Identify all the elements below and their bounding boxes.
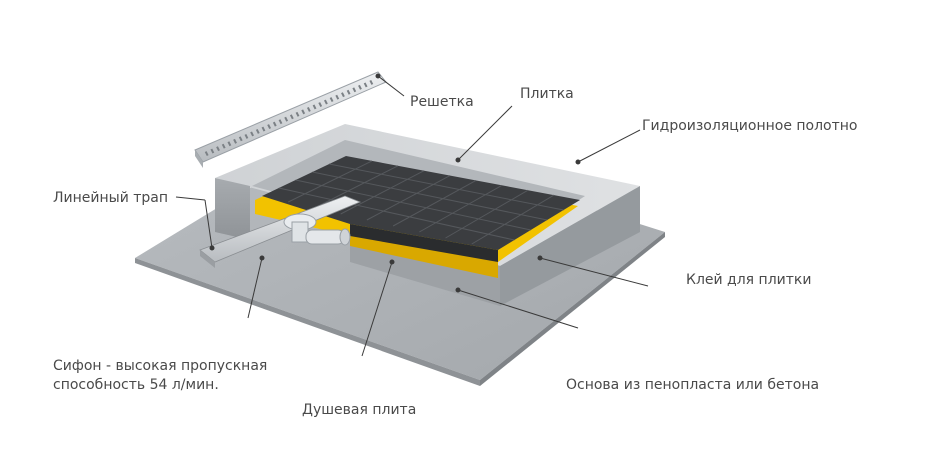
base-slab-edge — [135, 258, 480, 386]
grate-slot — [221, 143, 226, 149]
grate-slot — [295, 111, 300, 117]
grate-slot — [244, 133, 249, 139]
grate-slot — [278, 119, 283, 125]
base-slab-edge-right — [480, 232, 665, 386]
linear-drain-side — [200, 250, 215, 268]
grate-slot — [227, 141, 232, 147]
tile-joint — [295, 179, 531, 231]
siphon — [283, 213, 351, 246]
grate-slot — [369, 80, 374, 85]
grate-slot — [312, 104, 317, 110]
grate-slot — [346, 89, 351, 95]
grate-slot — [261, 126, 266, 132]
label-base: Основа из пенопласта или бетона — [566, 377, 820, 393]
label-grate: Решетка — [410, 94, 474, 110]
shower-board-front-right — [500, 186, 640, 306]
label-linear-drain: Линейный трап — [53, 190, 169, 206]
tile-joint — [471, 194, 555, 245]
grate-slot — [318, 102, 323, 107]
tile-joint — [314, 165, 399, 209]
label-tile-adhesive: Клей для плитки — [686, 272, 812, 288]
label-siphon-line2: способность 54 л/мин. — [53, 377, 219, 393]
grate-slot — [358, 84, 362, 90]
grate-slot — [272, 121, 277, 127]
shower-board-front-left — [215, 178, 250, 240]
grate-slot — [301, 109, 306, 115]
grate-slot — [363, 82, 368, 88]
grate-slot — [255, 129, 260, 134]
label-siphon-line1: Сифон - высокая пропускная — [53, 358, 268, 374]
tile-joint — [419, 184, 503, 233]
grate-slot — [210, 148, 215, 154]
tile-joint — [445, 189, 529, 239]
drain-grate — [194, 71, 387, 168]
tile-joint — [366, 175, 451, 221]
grate-slot — [335, 94, 340, 100]
tile-joint — [392, 180, 477, 227]
grate-slot — [306, 106, 311, 112]
label-tile: Плитка — [520, 86, 574, 102]
grate-slot — [233, 138, 237, 144]
grate-slot — [238, 136, 243, 142]
adhesive-front — [350, 232, 498, 278]
grate-slot — [250, 131, 254, 137]
tile-joint — [312, 171, 548, 221]
grate-slot — [341, 92, 345, 98]
grate-slot — [204, 151, 209, 156]
grate-slot — [267, 124, 272, 130]
grate-slot — [324, 99, 328, 105]
grate-slot — [216, 146, 220, 152]
grate-slot — [352, 87, 357, 93]
tile-grid — [278, 160, 564, 245]
label-membrane: Гидроизоляционное полотно — [642, 118, 858, 134]
tile-joint — [288, 160, 373, 203]
tile-joint — [329, 163, 564, 211]
grate-slot — [284, 116, 289, 122]
label-shower-board: Душевая плита — [302, 402, 417, 418]
tile-joint — [340, 170, 425, 215]
tile-front — [350, 224, 498, 262]
leader-lines — [175, 73, 649, 357]
grate-slot — [289, 114, 294, 120]
tile-joint — [278, 187, 515, 241]
grate-slot — [329, 97, 334, 103]
